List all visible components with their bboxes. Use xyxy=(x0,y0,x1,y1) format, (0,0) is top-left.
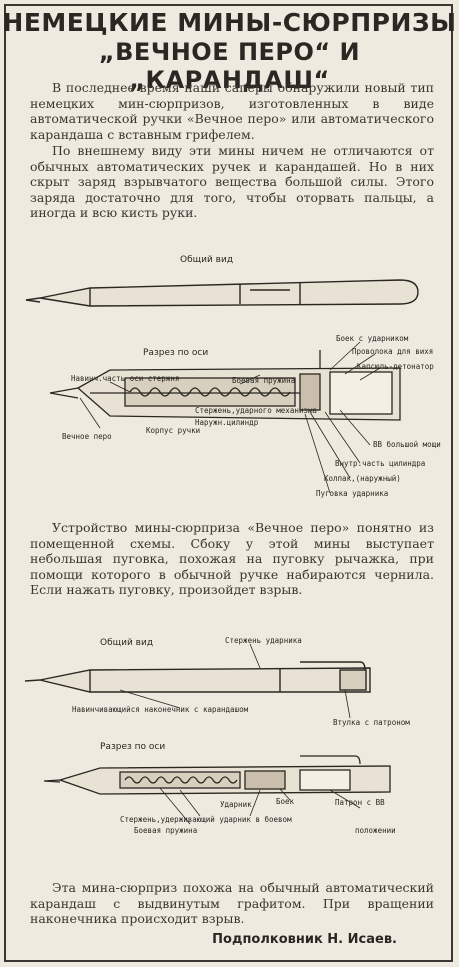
label-position: положении xyxy=(355,826,396,835)
label-firing-pin: Боек с ударником xyxy=(336,334,409,343)
label-cap-tube: Колпак,(наружный) xyxy=(324,474,401,483)
intro-paragraph-1: В последнее время наши саперы обнаружили… xyxy=(30,80,434,142)
pencil-general-view-illustration xyxy=(24,661,371,693)
label-outer-cylinder: Наружн.цилиндр xyxy=(195,418,259,427)
label-button: Пуговка ударника xyxy=(316,489,389,498)
label-detonator: Капсюль-детонатор xyxy=(357,362,434,371)
outro-paragraph: Эта мина-сюрприз похожа на обычный автом… xyxy=(30,880,434,926)
pencil-section-illustration xyxy=(43,755,391,795)
pen-general-view-caption: Общий вид xyxy=(180,255,234,265)
label-spring: Боевая пружина xyxy=(232,376,296,385)
label-wire: Проволока для вихя xyxy=(352,347,434,356)
label-holding-rod: Стержень,удерживающий ударник в боевом xyxy=(120,815,292,824)
headline-line-2: „ВЕЧНОЕ ПЕРО“ И „КАРАНДАШ“ xyxy=(98,38,361,94)
label-explosive: ВВ большой мощи xyxy=(373,440,441,449)
label-cartridge: Патрон с ВВ xyxy=(335,798,385,807)
label-striker: Ударник xyxy=(220,800,252,809)
article-frame xyxy=(4,4,453,962)
author-signature: Подполковник Н. Исаев. xyxy=(212,932,397,947)
label-nib: Вечное перо xyxy=(62,432,112,441)
label-sleeve: Втулка с патроном xyxy=(333,718,410,727)
pencil-diagram xyxy=(24,643,391,825)
pencil-general-view-caption: Общий вид xyxy=(100,638,154,648)
pen-general-view-illustration xyxy=(25,279,419,307)
pencil-section-caption: Разрез по оси xyxy=(100,742,166,752)
pen-section-caption: Разрез по оси xyxy=(143,348,209,358)
label-inner-cylinder: Внутр.часть цилиндра xyxy=(335,459,426,468)
label-pencil-spring: Боевая пружина xyxy=(134,826,198,835)
pen-diagram xyxy=(25,279,419,494)
middle-paragraph: Устройство мины-сюрприза «Вечное перо» п… xyxy=(30,520,434,597)
label-pen-body: Корпус ручки xyxy=(146,426,201,435)
label-pin: Боек xyxy=(276,797,295,806)
label-pencil-tip: Навинчивающийся наконечник с карандашом xyxy=(72,705,249,714)
intro-paragraph-2: По внешнему виду эти мины ничем не отлич… xyxy=(30,143,434,220)
headline-line-1: НЕМЕЦКИЕ МИНЫ-СЮРПРИЗЫ xyxy=(2,8,457,37)
pencil-leader-lines xyxy=(119,643,361,825)
pen-leader-lines xyxy=(79,341,381,494)
label-rod: Стержень,ударного механизма xyxy=(195,406,317,415)
label-front-axis: Навинч.часть оси стержня xyxy=(71,374,180,383)
label-striker-rod: Стержень ударника xyxy=(225,636,302,645)
